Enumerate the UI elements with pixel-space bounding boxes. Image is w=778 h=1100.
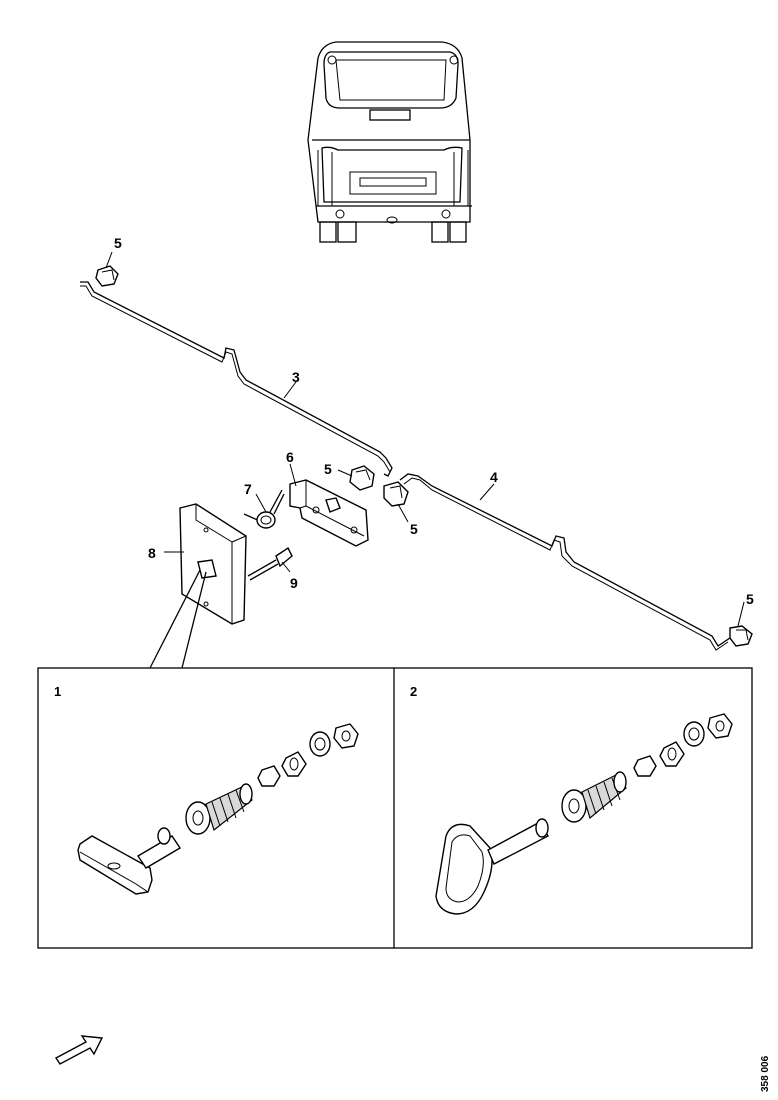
rod-3 (80, 281, 393, 477)
callout-3: 3 (292, 369, 300, 385)
bus-rear-illustration (307, 41, 472, 243)
bracket-6 (289, 479, 369, 547)
panel-2-label: 2 (410, 684, 417, 699)
callout-8: 8 (148, 545, 156, 561)
callout-4: 4 (490, 469, 498, 485)
plate-8 (179, 503, 247, 625)
t-handle-lock (77, 723, 359, 895)
callout-5-upper: 5 (324, 461, 332, 477)
callout-7: 7 (244, 481, 252, 497)
clip-far-right (729, 625, 753, 647)
callout-6: 6 (286, 449, 294, 465)
leader-lines (105, 251, 745, 669)
clip-upper (349, 465, 375, 491)
rod-4 (399, 473, 741, 651)
detail-panels (37, 667, 753, 949)
panel-1-label: 1 (54, 684, 61, 699)
loop-handle-lock (435, 713, 733, 915)
reference-number: 358 006 (760, 1055, 771, 1092)
clip-lower (383, 481, 409, 507)
clip-top-left (95, 265, 119, 287)
callout-5-far-right: 5 (746, 591, 754, 607)
screw-9 (247, 546, 293, 581)
direction-arrow-icon (54, 1035, 104, 1065)
spring-7 (243, 489, 285, 529)
callout-5-top-left: 5 (114, 235, 122, 251)
callout-5-lower: 5 (410, 521, 418, 537)
callout-9: 9 (290, 575, 298, 591)
